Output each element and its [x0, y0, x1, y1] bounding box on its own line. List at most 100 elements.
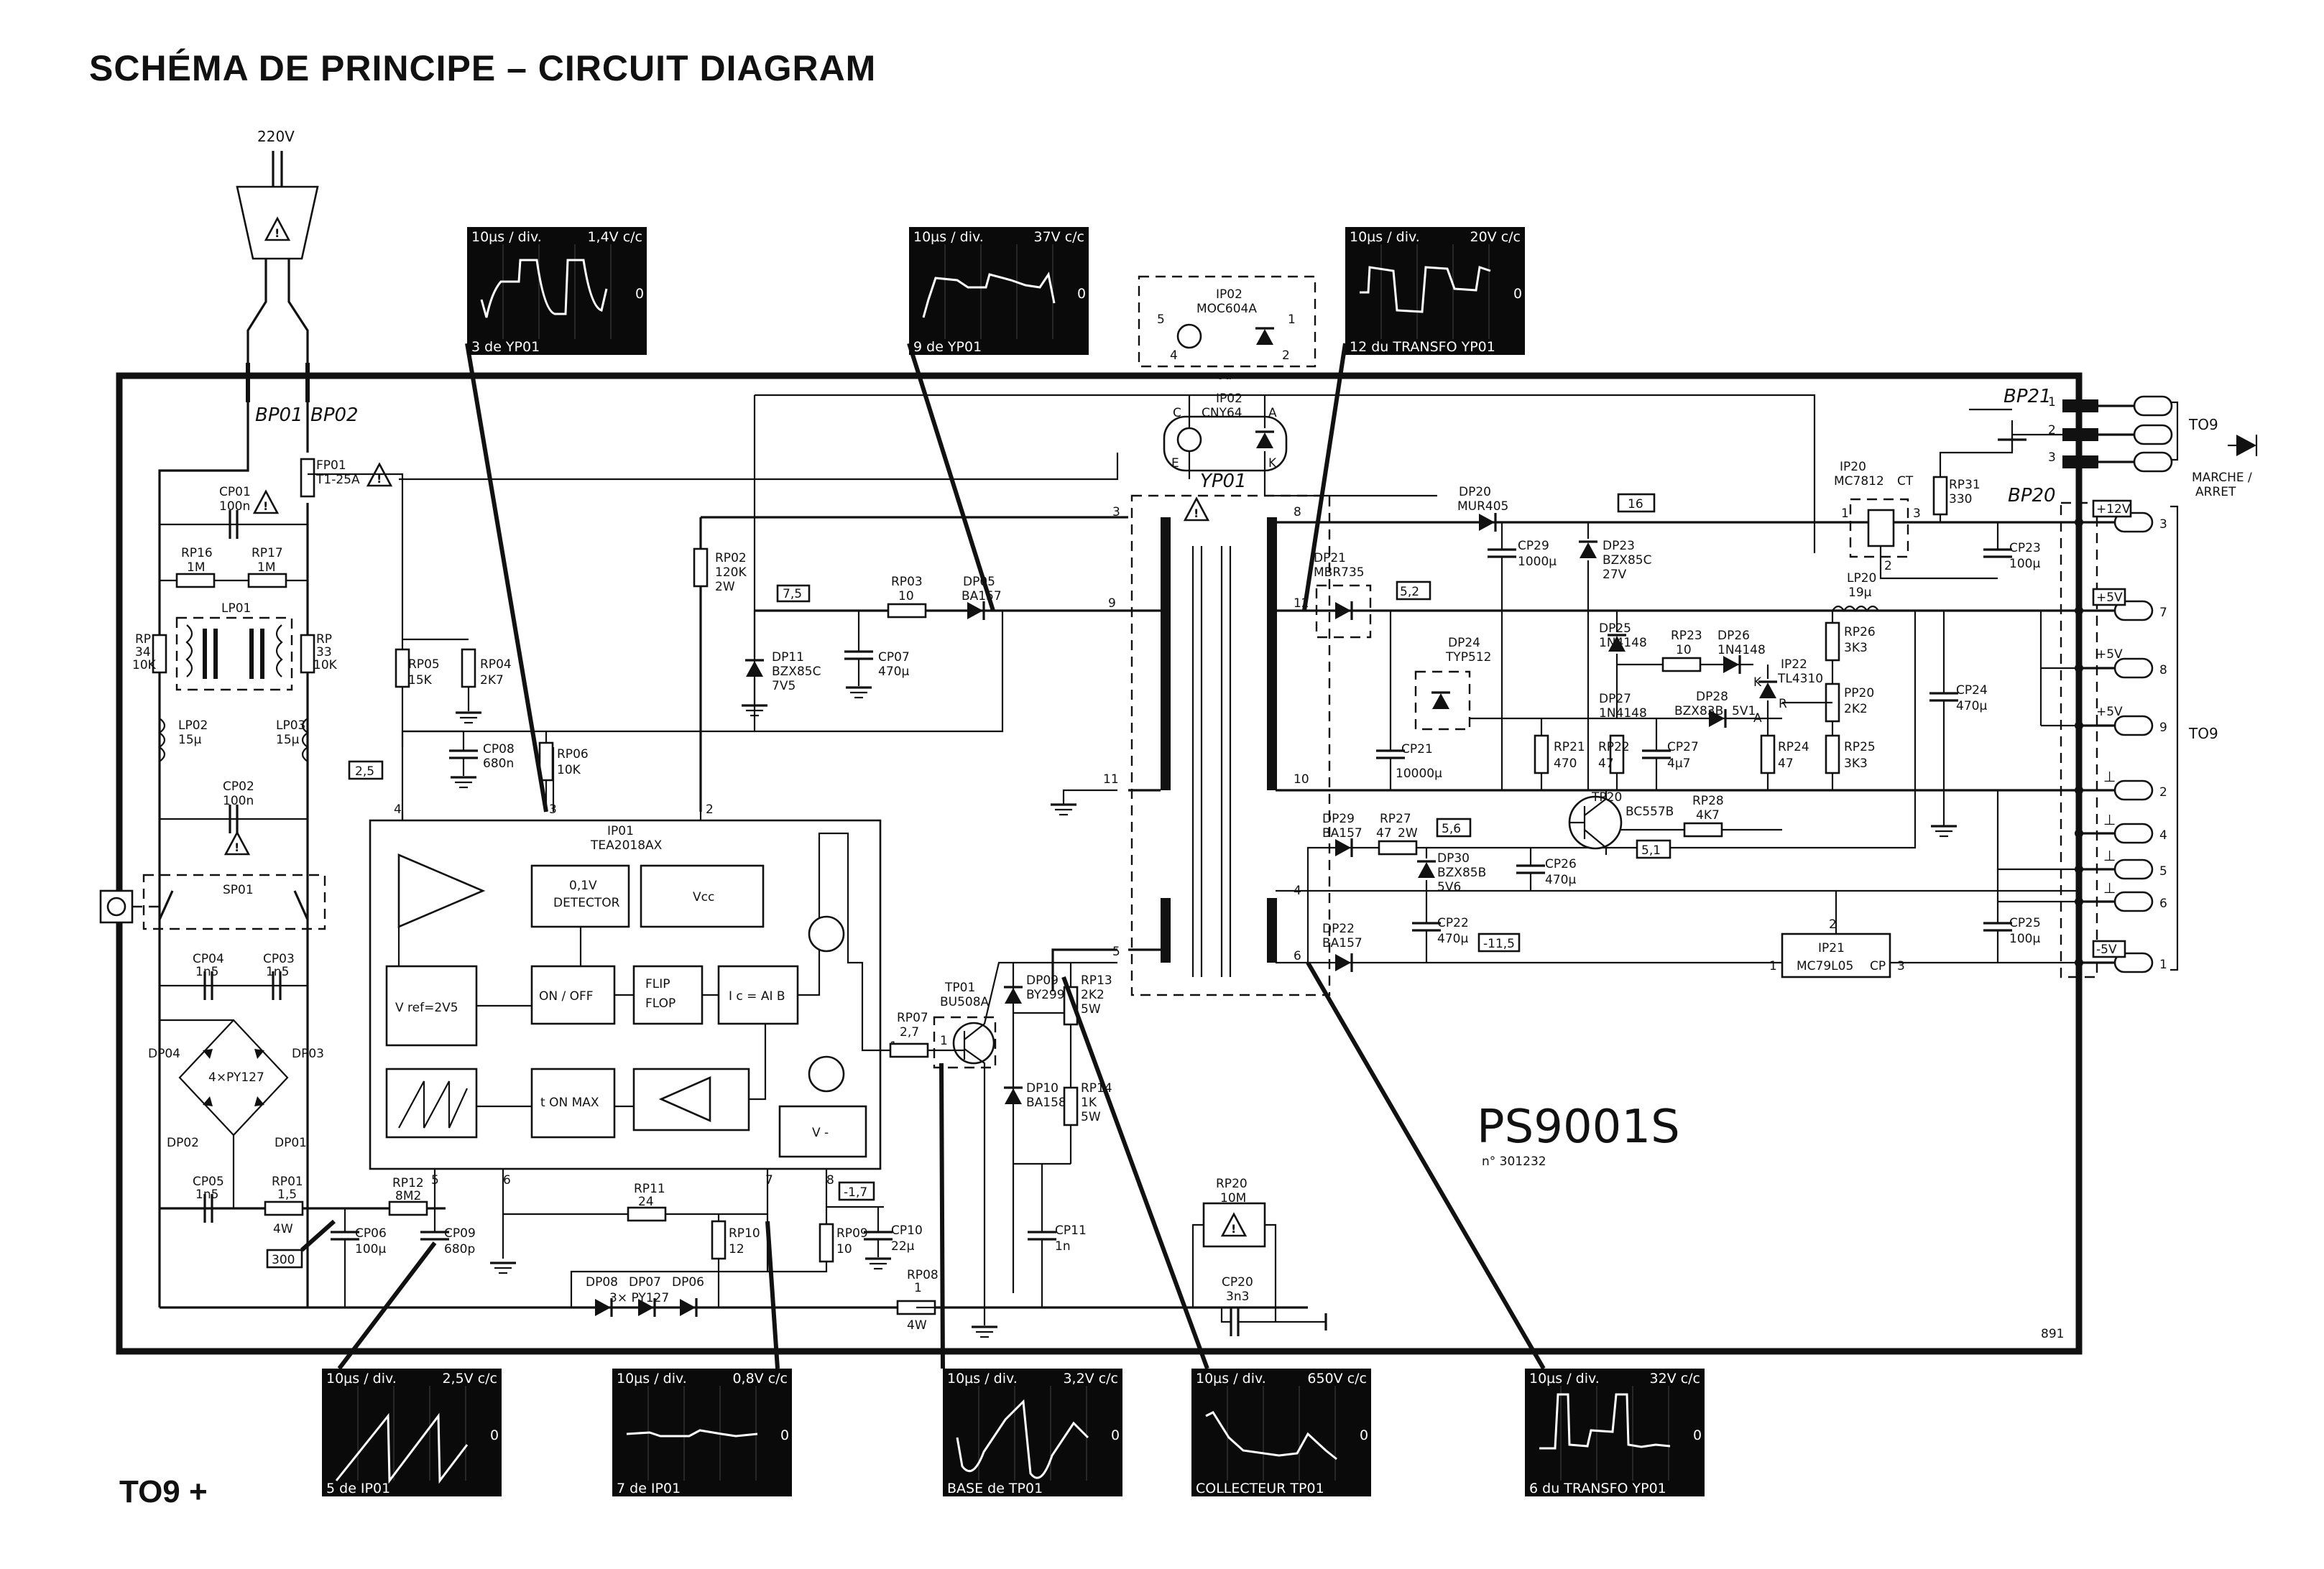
scope-trace [626, 1429, 758, 1438]
svg-text:DP24: DP24 [1448, 636, 1480, 650]
svg-text:FP01: FP01 [316, 458, 346, 473]
svg-text:19µ: 19µ [1848, 586, 1872, 600]
ic-support: RP12 8M2 CP06 100µ CP09 680p RP11 24 RP1… [329, 1169, 939, 1333]
svg-text:100µ: 100µ [355, 1242, 386, 1256]
output-connector-bp20: BP20 BP21 TO9 TO9 MARCHE / ARRET 1 2 3 [1969, 386, 2258, 978]
svg-text:330: 330 [1949, 492, 1972, 506]
svg-text:5,1: 5,1 [1641, 843, 1661, 858]
scope-zero-marker: 0 [1077, 286, 1086, 302]
svg-text:3: 3 [1897, 959, 1905, 973]
svg-text:+12V: +12V [2096, 502, 2131, 517]
svg-text:V -: V - [812, 1126, 829, 1140]
svg-text:10K: 10K [557, 763, 581, 777]
scope-screen [909, 227, 1089, 355]
svg-text:1K: 1K [1081, 1096, 1097, 1110]
scope-zero-marker: 0 [1360, 1427, 1368, 1443]
svg-text:0,1V: 0,1V [569, 879, 597, 893]
svg-text:RP13: RP13 [1081, 973, 1112, 988]
scope-timebase: 10µs / div. [617, 1371, 687, 1387]
scope-caption: COLLECTEUR TP01 [1196, 1481, 1324, 1496]
svg-text:BU508A: BU508A [940, 995, 990, 1009]
footer-label: TO9 + [119, 1474, 208, 1509]
svg-text:MC7812: MC7812 [1834, 474, 1884, 489]
svg-text:3: 3 [2159, 517, 2167, 532]
svg-text:3: 3 [1913, 506, 1921, 521]
scope-screen [1345, 227, 1525, 355]
scope-amplitude: 2,5V c/c [442, 1371, 497, 1387]
svg-text:27V: 27V [1603, 568, 1627, 582]
svg-text:DP07: DP07 [629, 1275, 661, 1290]
svg-text:BP21: BP21 [2003, 386, 2052, 407]
svg-text:DP30: DP30 [1437, 851, 1470, 866]
svg-text:6: 6 [1294, 949, 1301, 963]
svg-text:2: 2 [706, 802, 714, 817]
svg-text:⊥: ⊥ [2103, 879, 2116, 897]
svg-text:TP01: TP01 [944, 981, 975, 995]
svg-text:RP06: RP06 [557, 747, 589, 762]
serial-label: n° 301232 [1482, 1154, 1546, 1169]
svg-text:A: A [1268, 406, 1277, 420]
scope-trace [922, 272, 1056, 318]
scope-timebase: 10µs / div. [1350, 229, 1420, 245]
svg-text:2,7: 2,7 [900, 1025, 919, 1040]
scope-zero-marker: 0 [1513, 286, 1522, 302]
scope-amplitude: 20V c/c [1470, 229, 1521, 245]
svg-text:47: 47 [1376, 826, 1392, 841]
svg-text:BZX85B: BZX85B [1437, 866, 1486, 880]
svg-text:7: 7 [765, 1173, 773, 1188]
svg-text:CP24: CP24 [1956, 683, 1988, 698]
scope-zero-marker: 0 [1693, 1427, 1702, 1443]
scope-trace [480, 259, 608, 318]
svg-text:2: 2 [1282, 348, 1290, 363]
svg-text:DP28: DP28 [1696, 690, 1728, 704]
svg-text:34: 34 [135, 645, 151, 659]
svg-text:DP02: DP02 [167, 1136, 199, 1150]
scope-trace [1539, 1393, 1671, 1450]
svg-text:8M2: 8M2 [395, 1189, 421, 1203]
ic-ip01: IP01 TEA2018AX 4 3 2 5 6 7 8 1 V ref=2V5… [369, 802, 898, 1188]
svg-text:CP10: CP10 [891, 1223, 923, 1238]
svg-text:100n: 100n [219, 499, 250, 514]
svg-text:RP09: RP09 [836, 1226, 868, 1241]
svg-text:DP29: DP29 [1322, 812, 1355, 826]
scope-timebase: 10µs / div. [326, 1371, 397, 1387]
svg-text:1000µ: 1000µ [1518, 555, 1557, 569]
svg-text:-5V: -5V [2096, 943, 2117, 957]
svg-text:CP29: CP29 [1518, 539, 1549, 553]
svg-text:RP: RP [316, 632, 332, 647]
svg-text:-1,7: -1,7 [844, 1185, 867, 1200]
svg-text:K: K [1268, 456, 1277, 471]
svg-text:680p: 680p [444, 1242, 475, 1256]
svg-text:DP22: DP22 [1322, 922, 1355, 936]
svg-text:TO9: TO9 [2188, 725, 2218, 742]
svg-text:1n5: 1n5 [266, 965, 289, 979]
svg-text:24: 24 [638, 1195, 654, 1209]
svg-text:4W: 4W [273, 1222, 293, 1236]
svg-text:IP20: IP20 [1840, 460, 1866, 474]
svg-text:RP31: RP31 [1949, 478, 1981, 492]
svg-text:CP23: CP23 [2009, 541, 2041, 555]
svg-text:MC79L05: MC79L05 [1797, 959, 1853, 973]
svg-text:RP02: RP02 [715, 551, 747, 565]
svg-text:47: 47 [1598, 756, 1614, 771]
svg-text:CNY64: CNY64 [1202, 406, 1242, 420]
svg-text:5,2: 5,2 [1400, 585, 1419, 599]
svg-text:3n3: 3n3 [1226, 1290, 1249, 1304]
svg-text:8: 8 [2159, 663, 2167, 677]
svg-text:CP22: CP22 [1437, 916, 1469, 930]
svg-text:DP09: DP09 [1026, 973, 1059, 988]
svg-text:-11,5: -11,5 [1483, 937, 1515, 951]
tp01-stage: RP07 2,7 1 TP01 BU508A DP09 BY299 DP10 B… [880, 961, 1327, 1338]
svg-text:47: 47 [1778, 756, 1794, 771]
svg-text:TP20: TP20 [1591, 790, 1622, 805]
model-label: PS9001S [1477, 1101, 1680, 1154]
svg-text:3K3: 3K3 [1844, 641, 1868, 655]
svg-text:7: 7 [2159, 606, 2167, 620]
transformer-yp01: YP01 3 9 11 5 8 12 10 4 6 [1049, 471, 1331, 996]
svg-text:CT: CT [1897, 474, 1914, 489]
svg-text:100µ: 100µ [2009, 932, 2040, 946]
svg-text:CP05: CP05 [193, 1175, 224, 1189]
